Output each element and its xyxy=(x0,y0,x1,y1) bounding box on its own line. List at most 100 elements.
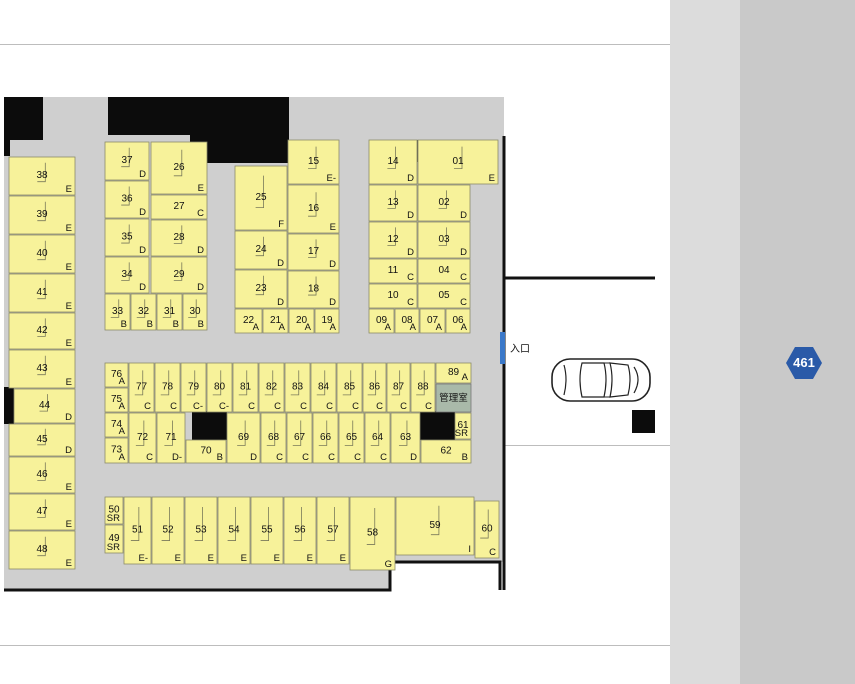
unit-41[interactable]: 41E xyxy=(8,273,76,313)
unit-87[interactable]: 87C xyxy=(386,362,411,413)
unit-box[interactable] xyxy=(8,423,76,457)
unit-box[interactable] xyxy=(156,293,183,331)
unit-box[interactable] xyxy=(206,362,233,413)
unit-28[interactable]: 28D xyxy=(150,219,208,257)
unit-69[interactable]: 69D xyxy=(226,412,261,464)
unit-88[interactable]: 88C xyxy=(410,362,436,413)
unit-51[interactable]: 51E- xyxy=(123,496,152,565)
unit-83[interactable]: 83C xyxy=(284,362,311,413)
unit-73[interactable]: 73A xyxy=(104,437,129,464)
unit-29[interactable]: 29D xyxy=(150,256,208,294)
unit-10[interactable]: 10C xyxy=(368,283,418,309)
unit-box[interactable] xyxy=(8,349,76,389)
unit-box[interactable] xyxy=(104,496,124,525)
unit-68[interactable]: 68C xyxy=(260,412,287,464)
unit-44[interactable]: 44D xyxy=(13,388,76,424)
unit-65[interactable]: 65C xyxy=(338,412,365,464)
unit-box[interactable] xyxy=(336,362,363,413)
unit-box[interactable] xyxy=(8,493,76,531)
unit-box[interactable] xyxy=(262,308,289,334)
unit-box[interactable] xyxy=(104,218,150,257)
unit-box[interactable] xyxy=(250,496,284,565)
unit-57[interactable]: 57E xyxy=(316,496,350,565)
unit-box[interactable] xyxy=(474,500,500,559)
unit-box[interactable] xyxy=(310,362,337,413)
unit-box[interactable] xyxy=(151,496,185,565)
unit-box[interactable] xyxy=(234,165,288,231)
unit-box[interactable] xyxy=(417,221,471,259)
unit-19[interactable]: 19A xyxy=(314,308,340,334)
unit-box[interactable] xyxy=(314,308,340,334)
unit-84[interactable]: 84C xyxy=(310,362,337,413)
unit-box[interactable] xyxy=(104,180,150,219)
unit-box[interactable] xyxy=(8,312,76,350)
unit-box[interactable] xyxy=(104,437,129,464)
unit-box[interactable] xyxy=(287,233,340,271)
unit-box[interactable] xyxy=(445,308,471,334)
unit-37[interactable]: 37D xyxy=(104,141,150,181)
unit-02[interactable]: 02D xyxy=(417,184,471,222)
unit-31[interactable]: 31B xyxy=(156,293,183,331)
unit-47[interactable]: 47E xyxy=(8,493,76,531)
unit-85[interactable]: 85C xyxy=(336,362,363,413)
unit-05[interactable]: 05C xyxy=(417,283,471,309)
unit-07[interactable]: 07A xyxy=(419,308,446,334)
unit-box[interactable] xyxy=(390,412,421,464)
unit-box[interactable] xyxy=(260,412,287,464)
unit-64[interactable]: 64C xyxy=(364,412,391,464)
unit-42[interactable]: 42E xyxy=(8,312,76,350)
unit-40[interactable]: 40E xyxy=(8,234,76,274)
unit-74[interactable]: 74A xyxy=(104,412,129,438)
unit-box[interactable] xyxy=(128,412,157,464)
unit-box[interactable] xyxy=(104,524,124,554)
unit-box[interactable] xyxy=(8,530,76,570)
unit-box[interactable] xyxy=(8,195,76,235)
unit-box[interactable] xyxy=(284,362,311,413)
unit-62[interactable]: 62B xyxy=(420,439,472,464)
unit-box[interactable] xyxy=(368,283,418,309)
unit-17[interactable]: 17D xyxy=(287,233,340,271)
unit-box[interactable] xyxy=(394,308,420,334)
unit-box[interactable] xyxy=(368,221,418,259)
unit-box[interactable] xyxy=(184,496,218,565)
unit-15[interactable]: 15E- xyxy=(287,139,340,185)
unit-30[interactable]: 30B xyxy=(182,293,208,331)
unit-box[interactable] xyxy=(128,362,155,413)
unit-box[interactable] xyxy=(104,387,129,413)
unit-box[interactable] xyxy=(283,496,317,565)
unit-box[interactable] xyxy=(8,273,76,313)
unit-box[interactable] xyxy=(286,412,313,464)
unit-75[interactable]: 75A xyxy=(104,387,129,413)
unit-box[interactable] xyxy=(368,184,418,222)
unit-box[interactable] xyxy=(316,496,350,565)
unit-box[interactable] xyxy=(419,308,446,334)
unit-32[interactable]: 32B xyxy=(130,293,157,331)
unit-box[interactable] xyxy=(104,293,131,331)
unit-box[interactable] xyxy=(234,308,263,334)
unit-box[interactable] xyxy=(312,412,339,464)
unit-46[interactable]: 46E xyxy=(8,456,76,494)
unit-63[interactable]: 63D xyxy=(390,412,421,464)
unit-box[interactable] xyxy=(287,139,340,185)
unit-60[interactable]: 60C xyxy=(474,500,500,559)
unit-box[interactable] xyxy=(287,270,340,309)
unit-22[interactable]: 22A xyxy=(234,308,263,334)
unit-box[interactable] xyxy=(226,412,261,464)
unit-box[interactable] xyxy=(180,362,207,413)
unit-16[interactable]: 16E xyxy=(287,184,340,234)
unit-box[interactable] xyxy=(258,362,285,413)
unit-48[interactable]: 48E xyxy=(8,530,76,570)
unit-21[interactable]: 21A xyxy=(262,308,289,334)
unit-33[interactable]: 33B xyxy=(104,293,131,331)
unit-box[interactable] xyxy=(364,412,391,464)
unit-box[interactable] xyxy=(154,362,181,413)
unit-67[interactable]: 67C xyxy=(286,412,313,464)
unit-box[interactable] xyxy=(288,308,315,334)
unit-box[interactable] xyxy=(395,496,475,556)
unit-08[interactable]: 08A xyxy=(394,308,420,334)
unit-box[interactable] xyxy=(150,194,208,220)
unit-66[interactable]: 66C xyxy=(312,412,339,464)
unit-box[interactable] xyxy=(435,362,472,384)
unit-71[interactable]: 71D- xyxy=(156,412,186,464)
